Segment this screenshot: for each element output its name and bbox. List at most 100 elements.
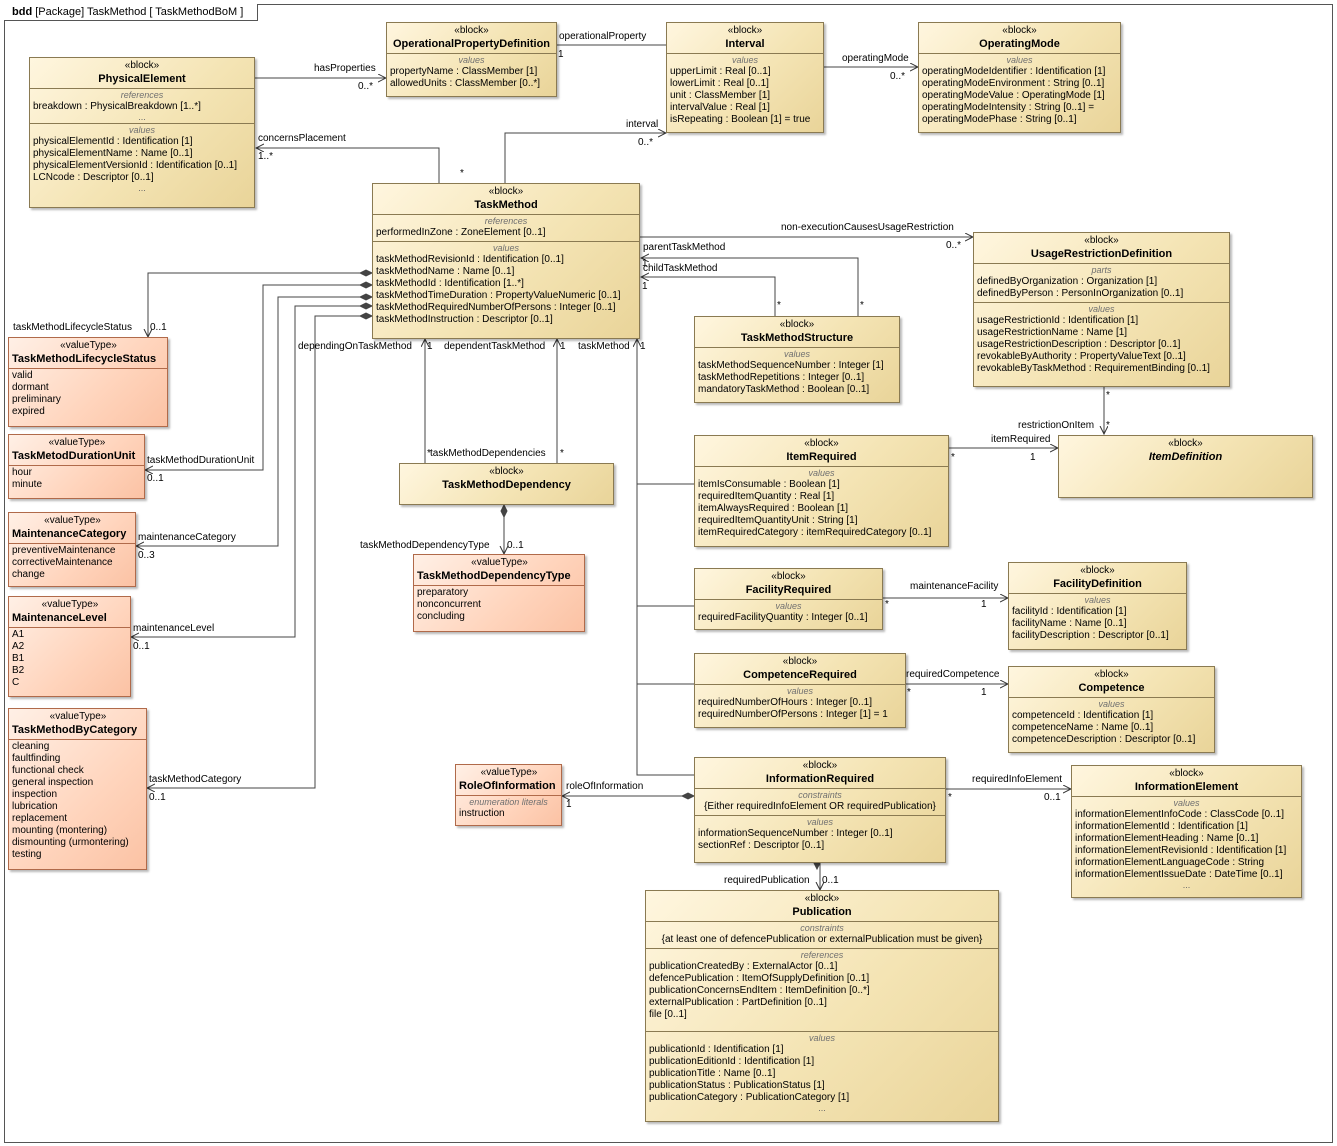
- role-required-competence: requiredCompetence: [906, 669, 1000, 680]
- mult-maintenance-facility-source: *: [885, 599, 889, 610]
- mult-interval: 0..*: [638, 137, 654, 148]
- role-interval: interval: [626, 119, 659, 130]
- composition-diamond: [680, 792, 696, 800]
- role-task-method-dependencies: taskMethodDependencies: [430, 448, 546, 459]
- assoc-maintenanceCategory: [136, 296, 372, 546]
- role-duration-unit: taskMethodDurationUnit: [147, 455, 255, 466]
- role-operational-property: operationalProperty: [559, 31, 647, 42]
- role-task-method-dependency-type: taskMethodDependencyType: [360, 540, 490, 551]
- mult-required-competence-source: *: [907, 687, 911, 698]
- valuetype-maintenance-category[interactable]: «valueType»MaintenanceCategory preventiv…: [8, 512, 136, 587]
- composition-diamond: [358, 269, 374, 277]
- role-restriction-on-item: restrictionOnItem: [1018, 420, 1095, 431]
- valuetype-task-method-lifecycle-status[interactable]: «valueType»TaskMethodLifecycleStatus val…: [8, 337, 168, 427]
- mult-structure-child: *: [777, 300, 781, 311]
- mult-required-info-element-target: 0..1: [1044, 792, 1061, 803]
- mult-maintenance-category: 0..3: [138, 550, 155, 561]
- assoc-parentTaskMethod: [641, 258, 859, 316]
- block-operational-property-definition[interactable]: «block»OperationalPropertyDefinition val…: [386, 22, 557, 97]
- valuetype-role-of-information[interactable]: «valueType»RoleOfInformation enumeration…: [455, 764, 562, 826]
- role-required-info-element: requiredInfoElement: [972, 774, 1063, 785]
- role-parent-task-method: parentTaskMethod: [643, 242, 726, 253]
- valuetype-task-method-dependency-type[interactable]: «valueType»TaskMethodDependencyType prep…: [413, 554, 585, 632]
- block-facility-required[interactable]: «block»FacilityRequired values requiredF…: [694, 568, 883, 630]
- diagram-frame-title: bdd [Package] TaskMethod [ TaskMethodBoM…: [4, 4, 259, 21]
- block-usage-restriction-definition[interactable]: «block»UsageRestrictionDefinition parts …: [973, 232, 1230, 387]
- mult-parent-task-method: 1: [642, 258, 648, 269]
- block-interval[interactable]: «block»Interval values upperLimit : Real…: [666, 22, 824, 133]
- block-facility-definition[interactable]: «block»FacilityDefinition values facilit…: [1008, 562, 1187, 650]
- block-task-method-structure[interactable]: «block»TaskMethodStructure values taskMe…: [694, 316, 900, 403]
- assoc-taskMethodCategory: [147, 315, 372, 788]
- mult-maintenance-level: 0..1: [133, 641, 150, 652]
- assoc-concernsPlacement: [256, 148, 440, 183]
- mult-operating-mode: 0..*: [890, 71, 906, 82]
- mult-dependencies-right: *: [560, 448, 564, 459]
- composition-diamond: [358, 281, 374, 289]
- block-operating-mode[interactable]: «block»OperatingMode values operatingMod…: [918, 22, 1121, 133]
- mult-concerns-placement: 1..*: [258, 151, 274, 162]
- role-maintenance-facility: maintenanceFacility: [910, 581, 999, 592]
- mult-required-competence-target: 1: [981, 687, 987, 698]
- composition-diamond: [358, 312, 374, 320]
- frame-kind: bdd: [12, 6, 33, 18]
- mult-child-task-method: 1: [642, 281, 648, 292]
- composition-diamond: [358, 293, 374, 301]
- block-item-required[interactable]: «block»ItemRequired values itemIsConsuma…: [694, 435, 949, 547]
- role-required-publication: requiredPublication: [724, 875, 810, 886]
- role-task-method-category: taskMethodCategory: [149, 774, 242, 785]
- mult-role-of-information: 1: [566, 799, 572, 810]
- role-maintenance-category: maintenanceCategory: [138, 532, 236, 543]
- role-role-of-information: roleOfInformation: [566, 781, 644, 792]
- composition-diamond: [500, 503, 508, 519]
- mult-depending-on-task-method: 1: [427, 341, 433, 352]
- assoc-maintenanceLevel: [131, 305, 372, 637]
- composition-diamond: [358, 302, 374, 310]
- role-dependent-task-method: dependentTaskMethod: [444, 341, 546, 352]
- block-competence-required[interactable]: «block»CompetenceRequired values require…: [694, 653, 906, 728]
- role-depending-on-task-method: dependingOnTaskMethod: [298, 341, 412, 352]
- mult-task-method-category: 0..1: [149, 792, 166, 803]
- mult-lifecycle-status: 0..1: [150, 322, 167, 333]
- role-maintenance-level: maintenanceLevel: [133, 623, 215, 634]
- frame-title: [Package] TaskMethod [ TaskMethodBoM ]: [35, 6, 244, 18]
- mult-restriction-on-item-target: *: [1106, 420, 1110, 431]
- mult-required-publication: 0..1: [822, 875, 839, 886]
- mult-structure-parent: *: [860, 300, 864, 311]
- mult-task-method-dependency-type: 0..1: [507, 540, 524, 551]
- role-child-task-method: childTaskMethod: [643, 263, 718, 274]
- role-lifecycle-status: taskMethodLifecycleStatus: [13, 322, 132, 333]
- mult-maintenance-facility-target: 1: [981, 599, 987, 610]
- role-has-properties: hasProperties: [314, 63, 376, 74]
- mult-task-method: 1: [640, 341, 646, 352]
- role-concerns-placement: concernsPlacement: [258, 133, 346, 144]
- block-publication[interactable]: «block»Publication constraints {at least…: [645, 890, 999, 1122]
- mult-usage-restriction: 0..*: [946, 240, 962, 251]
- block-item-definition[interactable]: «block»ItemDefinition: [1058, 435, 1313, 498]
- assoc-lifecycleStatus: [148, 272, 372, 337]
- mult-dependencies-left: *: [427, 448, 431, 459]
- block-information-required[interactable]: «block»InformationRequired constraints {…: [694, 757, 946, 863]
- mult-has-properties: 0..*: [358, 81, 374, 92]
- mult-dependent-task-method: 1: [560, 341, 566, 352]
- assoc-durationUnit: [145, 284, 372, 470]
- assoc-childTaskMethod: [641, 277, 776, 316]
- block-task-method-dependency[interactable]: «block»TaskMethodDependency: [399, 463, 614, 505]
- valuetype-task-method-by-category[interactable]: «valueType»TaskMethodByCategory cleaning…: [8, 708, 147, 870]
- mult-duration-unit: 0..1: [147, 473, 164, 484]
- mult-required-info-element-source: *: [948, 792, 952, 803]
- role-task-method: taskMethod: [578, 341, 630, 352]
- role-item-required: itemRequired: [991, 434, 1051, 445]
- block-competence[interactable]: «block»Competence values competenceId : …: [1008, 666, 1215, 753]
- role-operating-mode: operatingMode: [842, 53, 909, 64]
- assoc-taskMethod-bus: [636, 339, 694, 776]
- assoc-interval: [504, 133, 666, 183]
- block-information-element[interactable]: «block»InformationElement values informa…: [1071, 765, 1302, 898]
- mult-restriction-on-item-source: *: [1106, 390, 1110, 401]
- role-usage-restriction: non-execution​CausesUsageRestriction: [781, 222, 954, 233]
